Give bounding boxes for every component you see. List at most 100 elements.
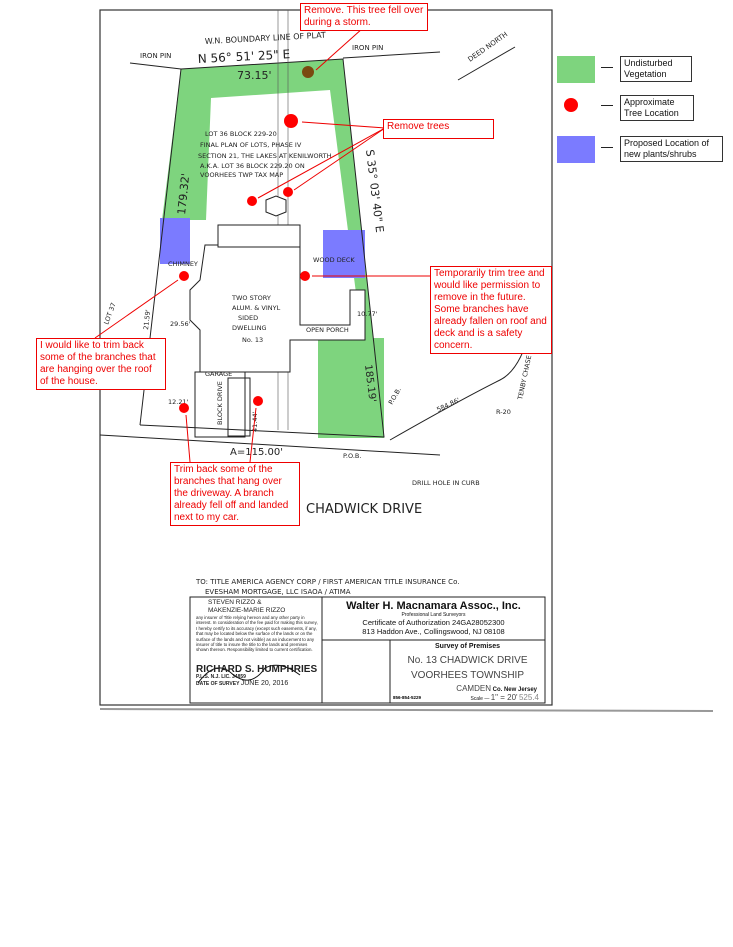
- iron-pin-left: IRON PIN: [140, 52, 171, 60]
- dim: 584.86': [435, 396, 461, 414]
- legend-dash: [601, 105, 613, 106]
- lot-info: VOORHEES TWP TAX MAP: [200, 171, 283, 179]
- county: CAMDEN: [456, 684, 491, 693]
- bearing-east: S 35° 03' 40" E: [363, 149, 386, 234]
- addressee-line: EVESHAM MORTGAGE, LLC ISAOA / ATIMA: [205, 588, 351, 596]
- house-label: TWO STORY: [231, 294, 271, 302]
- pob-label: P.O.B.: [343, 452, 361, 460]
- firm-block: Walter H. Macnamara Assoc., Inc. Profess…: [322, 600, 545, 636]
- house-label: SIDED: [238, 314, 258, 322]
- undisturbed-vegetation-south: [318, 338, 384, 438]
- note-temporary-trim: Temporarily trim tree and would like per…: [430, 266, 552, 354]
- proposed-plants-west: [160, 218, 190, 264]
- lot-line: [139, 58, 385, 438]
- state: Co. New Jersey: [492, 687, 537, 693]
- firm-subtitle: Professional Land Surveyors: [401, 612, 466, 618]
- client-name: STEVEN RIZZO &: [208, 599, 262, 606]
- scale-value: 1" = 20': [490, 693, 518, 702]
- street-label: CHADWICK DRIVE: [306, 502, 422, 517]
- tree-marker: [300, 271, 310, 281]
- scale-label: Scale —: [470, 696, 490, 702]
- curb-curve: [389, 329, 531, 441]
- chimney-label: CHIMNEY: [168, 260, 198, 268]
- lot-line-nw: [129, 62, 182, 70]
- lot-37-label: LOT 37: [102, 301, 117, 325]
- lot-info: FINAL PLAN OF LOTS, PHASE IV: [200, 141, 302, 149]
- scan-edge: [99, 708, 714, 712]
- lot-info: LOT 36 BLOCK 229-20: [205, 130, 277, 138]
- annotation-arrows: [94, 27, 430, 463]
- surveyor-name: RICHARD S. HUMPHRIES: [196, 663, 318, 675]
- client-name: MAKENZIE-MARIE RIZZO: [208, 607, 286, 614]
- house-label: DWELLING: [232, 324, 267, 332]
- dim: 12.21': [168, 398, 189, 406]
- signature: [197, 664, 301, 684]
- lot-info: A.K.A. LOT 36 BLOCK 229.20 ON: [200, 162, 305, 170]
- cert-authorization: Certificate of Authorization 24GA2805230…: [362, 618, 505, 627]
- job-number: 525.4: [518, 693, 539, 702]
- dist-south: A=115.00': [230, 447, 283, 458]
- certification-block: STEVEN RIZZO & MAKENZIE-MARIE RIZZO any …: [196, 599, 320, 687]
- note-remove-trees: Remove trees: [383, 119, 494, 139]
- drive-label: BLOCK DRIVE: [216, 381, 224, 425]
- radius-label: R-20: [496, 408, 511, 416]
- title-block: [189, 596, 546, 704]
- deed-north: DEED NORTH: [467, 30, 510, 63]
- legend-dash: [601, 67, 613, 68]
- dist-north: 73.15': [237, 69, 272, 82]
- gazebo: [265, 195, 287, 217]
- wood-deck-label: WOOD DECK: [313, 256, 355, 264]
- legend-label-tree: Approximate Tree Location: [620, 95, 694, 121]
- tree-marker: [247, 196, 257, 206]
- premises-address: No. 13 CHADWICK DRIVE: [407, 655, 528, 666]
- tree-marker: [179, 271, 189, 281]
- premises-township: VOORHEES TOWNSHIP: [411, 670, 524, 681]
- license: P.L.S. N.J. LIC. 34859: [196, 673, 246, 680]
- legend-swatch-vegetation: [557, 56, 595, 83]
- premises-block: Survey of Premises No. 13 CHADWICK DRIVE…: [390, 643, 545, 702]
- survey-date: JUNE 20, 2016: [240, 679, 289, 687]
- certification-text: any insurer of Title relying hereon and …: [196, 615, 318, 653]
- open-porch-label: OPEN PORCH: [306, 326, 349, 334]
- drill-hole-label: DRILL HOLE IN CURB: [412, 479, 480, 487]
- bearing-north: N 56° 51' 25" E: [197, 47, 290, 66]
- date-label: DATE OF SURVEY: [196, 680, 240, 687]
- legend-swatch-tree: [564, 98, 578, 112]
- legend-label-plants: Proposed Location of new plants/shrubs: [620, 136, 723, 162]
- tree-marker: [253, 396, 263, 406]
- legend-label-vegetation: Undisturbed Vegetation: [620, 56, 692, 82]
- garage-drive: [194, 371, 246, 438]
- house-outline: [189, 244, 366, 373]
- tree-marker: [283, 187, 293, 197]
- dist-east: 185.19': [362, 364, 378, 403]
- dim: 29.56': [170, 320, 191, 328]
- house-label: No. 13: [242, 336, 263, 344]
- survey-title: Survey of Premises: [435, 643, 500, 650]
- curb-line: [99, 434, 441, 456]
- note-trim-driveway: Trim back some of the branches that hang…: [170, 462, 300, 526]
- legend-swatch-plants: [557, 136, 595, 163]
- house-label: ALUM. & VINYL: [232, 304, 281, 312]
- garage-label: GARAGE: [205, 370, 232, 378]
- dist-west: 179.32': [175, 173, 192, 216]
- dim: 41.44': [251, 411, 259, 432]
- dim: 10.77': [357, 310, 378, 318]
- phone: 856-854-5229: [393, 695, 422, 700]
- firm-address: 813 Haddon Ave., Collingswood, NJ 08108: [362, 627, 505, 636]
- lot-info: SECTION 21, THE LAKES AT KENILWORTH: [198, 152, 332, 160]
- pob-label: P.O.B.: [387, 386, 403, 406]
- addressee-line: TO: TITLE AMERICA AGENCY CORP / FIRST AM…: [195, 578, 459, 586]
- lot-line-ne: [342, 51, 441, 59]
- tree-marker: [179, 403, 189, 413]
- fallen-tree-marker: [302, 66, 314, 78]
- deed-north-arrow: [457, 46, 516, 81]
- drive: [227, 377, 251, 437]
- legend-dash: [601, 147, 613, 148]
- dim: 21.59': [142, 309, 152, 330]
- tree-marker: [284, 114, 298, 128]
- iron-pin-right: IRON PIN: [352, 44, 383, 52]
- proposed-plants-east: [323, 230, 365, 278]
- note-fallen-tree: Remove. This tree fell over during a sto…: [300, 3, 428, 31]
- deck: [217, 224, 301, 248]
